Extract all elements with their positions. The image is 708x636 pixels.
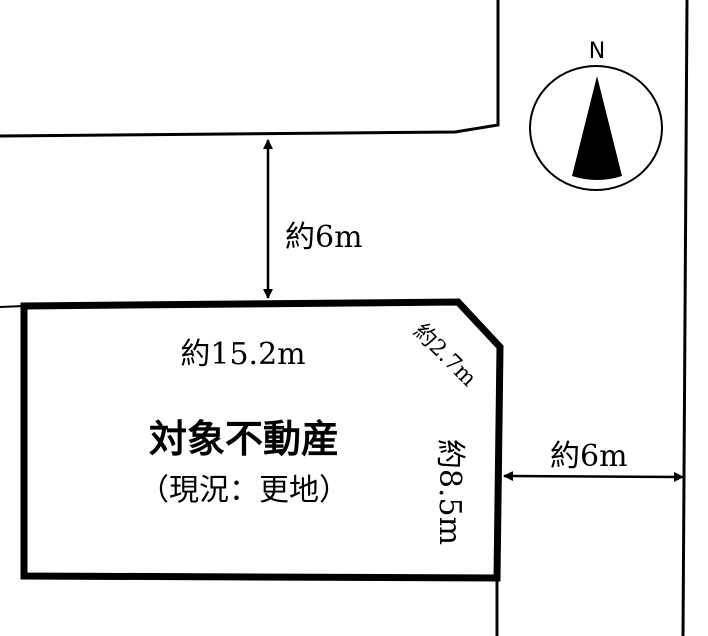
property-outline [20, 298, 504, 582]
depth-label: 約8.5m [432, 439, 467, 545]
road-east-edge [681, 0, 689, 636]
compass-north-label: N [589, 39, 605, 64]
north-road-width-label: 約6m [285, 220, 363, 255]
east-road-width-arrow [503, 471, 684, 482]
neighbor-line-left [0, 305, 25, 308]
compass-icon: N [529, 39, 663, 191]
neighbor-block-outline [0, 0, 500, 138]
east-road-width-label: 約6m [550, 439, 628, 474]
property-title: 対象不動産 [149, 416, 339, 461]
property-status: （現況：更地） [139, 473, 349, 508]
corner-cut-label: 約2.7m [408, 319, 481, 392]
frontage-label: 約15.2m [180, 337, 305, 372]
